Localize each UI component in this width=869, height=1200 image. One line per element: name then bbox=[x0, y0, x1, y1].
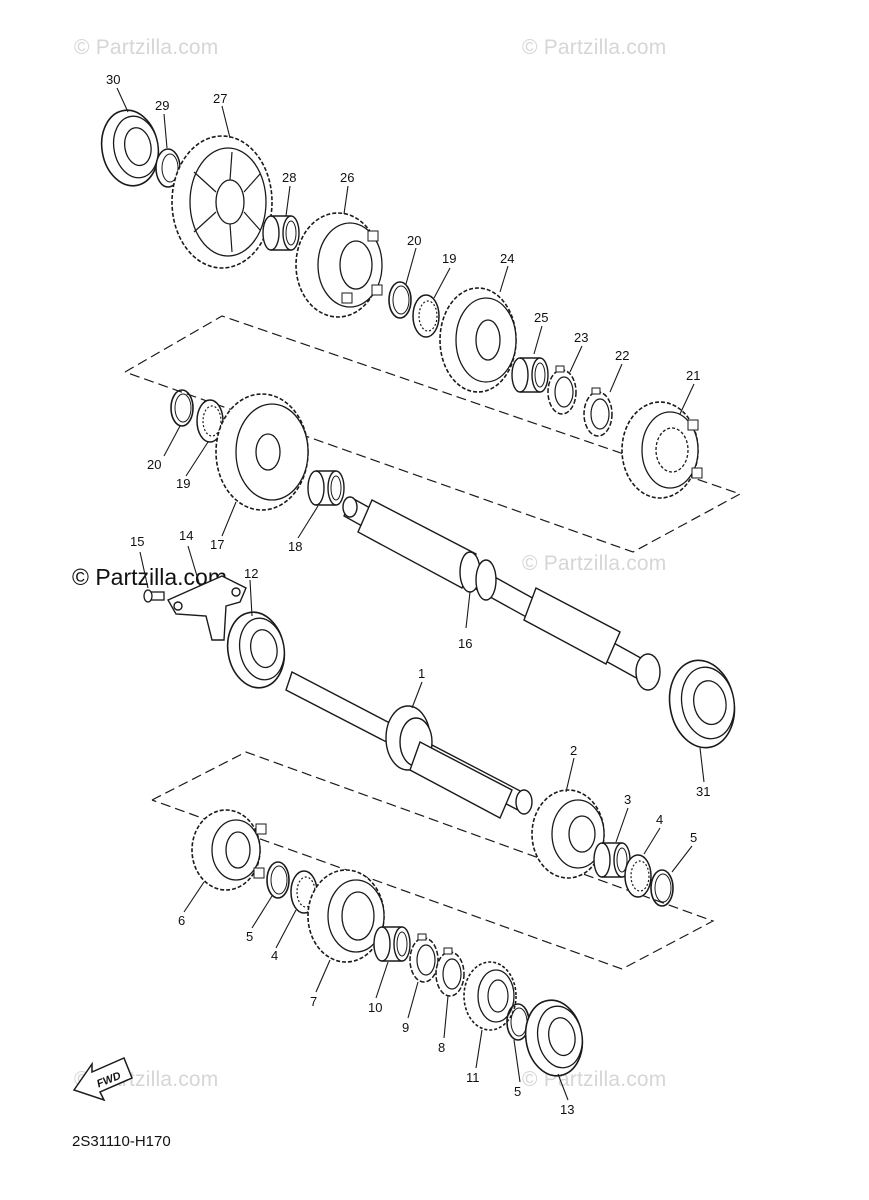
part-14-stopper-plate bbox=[167, 575, 247, 641]
callout-19-upper: 19 bbox=[442, 251, 456, 266]
callout-21: 21 bbox=[686, 368, 700, 383]
callout-13: 13 bbox=[560, 1102, 574, 1117]
part-28-needle-bearing bbox=[262, 215, 300, 251]
callout-20-upper: 20 bbox=[407, 233, 421, 248]
part-11-gear bbox=[463, 961, 517, 1031]
part-18-needle-bearing bbox=[307, 470, 345, 506]
part-5-circlip-mid bbox=[266, 861, 290, 899]
part-31-bearing bbox=[668, 659, 736, 749]
callout-11: 11 bbox=[466, 1070, 480, 1085]
part-26-gear bbox=[295, 212, 383, 318]
callout-5-right: 5 bbox=[690, 830, 697, 845]
diagram-code: 2S31110-H170 bbox=[72, 1133, 171, 1150]
callout-25: 25 bbox=[534, 310, 548, 325]
callout-20-left: 20 bbox=[147, 457, 161, 472]
part-5-circlip-right bbox=[650, 869, 674, 907]
upper-group-dashed-outline bbox=[124, 315, 742, 553]
part-27-large-gear bbox=[171, 135, 273, 269]
callout-26: 26 bbox=[340, 170, 354, 185]
callout-12: 12 bbox=[244, 566, 258, 581]
callout-3: 3 bbox=[624, 792, 631, 807]
callout-4-mid: 4 bbox=[271, 948, 278, 963]
callout-9: 9 bbox=[402, 1020, 409, 1035]
callout-16: 16 bbox=[458, 636, 472, 651]
part-12-bearing bbox=[221, 606, 291, 694]
callout-31: 31 bbox=[696, 784, 710, 799]
part-15-bolt bbox=[143, 589, 165, 603]
part-25-needle-bearing bbox=[511, 357, 549, 393]
callout-7: 7 bbox=[310, 994, 317, 1009]
callout-2: 2 bbox=[570, 743, 577, 758]
callout-19-left: 19 bbox=[176, 476, 190, 491]
callout-1: 1 bbox=[418, 666, 425, 681]
part-2-gear bbox=[531, 789, 605, 879]
part-16-drive-axle bbox=[342, 496, 661, 691]
part-24-gear bbox=[439, 287, 517, 393]
fwd-arrow-icon bbox=[72, 1057, 133, 1102]
leader-lines bbox=[116, 87, 705, 1101]
callout-22: 22 bbox=[615, 348, 629, 363]
part-23-spline-washer bbox=[547, 365, 577, 415]
part-10-needle-bearing bbox=[373, 926, 411, 962]
callout-29: 29 bbox=[155, 98, 169, 113]
callout-27: 27 bbox=[213, 91, 227, 106]
callout-5-mid: 5 bbox=[246, 929, 253, 944]
callout-17: 17 bbox=[210, 537, 224, 552]
lower-group-dashed-outline bbox=[151, 751, 715, 970]
part-4-washer-right bbox=[624, 854, 652, 898]
callout-8: 8 bbox=[438, 1040, 445, 1055]
callout-10: 10 bbox=[368, 1000, 382, 1015]
part-8-spline-washer bbox=[435, 947, 465, 997]
watermark-top-left: © Partzilla.com bbox=[74, 36, 219, 59]
part-7-gear bbox=[307, 869, 385, 963]
part-17-large-gear bbox=[215, 393, 309, 511]
part-20-circlip-left bbox=[170, 389, 194, 427]
callout-14: 14 bbox=[179, 528, 193, 543]
part-20-circlip-upper bbox=[388, 281, 412, 319]
callout-24: 24 bbox=[500, 251, 514, 266]
part-22-spline-washer bbox=[583, 387, 613, 437]
callout-28: 28 bbox=[282, 170, 296, 185]
part-6-gear bbox=[191, 809, 267, 891]
callout-30: 30 bbox=[106, 72, 120, 87]
watermark-mid-right: © Partzilla.com bbox=[522, 552, 667, 575]
callout-5-lower: 5 bbox=[514, 1084, 521, 1099]
callout-labels: 30 29 27 28 26 20 19 24 25 23 22 21 20 1… bbox=[106, 72, 710, 1117]
callout-23: 23 bbox=[574, 330, 588, 345]
part-30-bearing bbox=[95, 104, 165, 192]
part-21-gear bbox=[621, 401, 703, 499]
callout-15: 15 bbox=[130, 534, 144, 549]
callout-4-right: 4 bbox=[656, 812, 663, 827]
part-13-bearing bbox=[519, 994, 589, 1082]
part-9-spline-washer bbox=[409, 933, 439, 983]
part-1-main-axle bbox=[285, 670, 533, 819]
callout-6: 6 bbox=[178, 913, 185, 928]
watermark-top-right: © Partzilla.com bbox=[522, 36, 667, 59]
callout-18: 18 bbox=[288, 539, 302, 554]
part-19-washer-upper bbox=[412, 294, 440, 338]
